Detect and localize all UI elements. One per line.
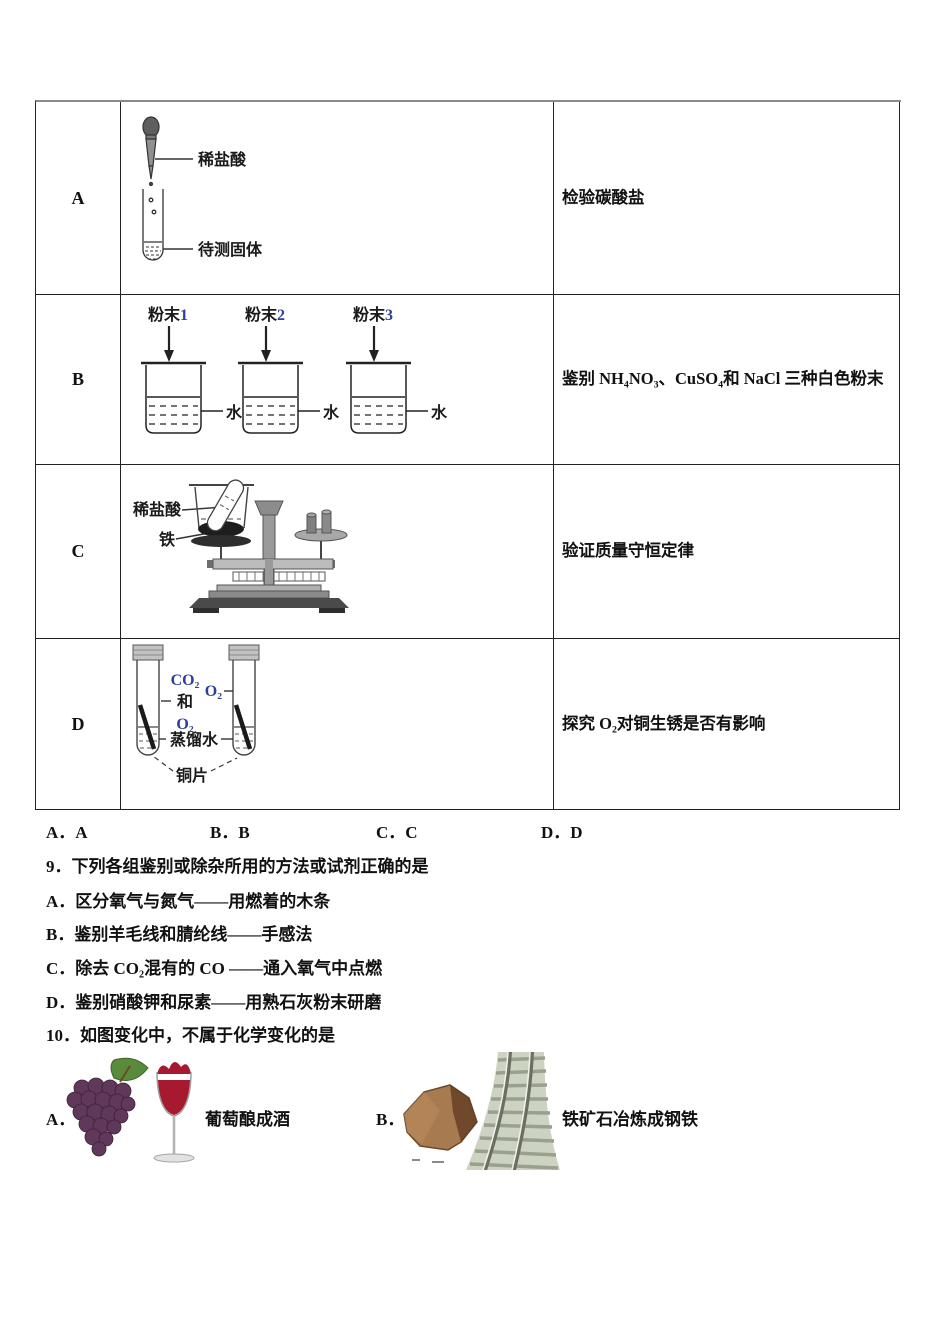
dropper-icon [142,116,160,187]
experiment-table: A 稀盐酸 [35,100,901,810]
question-9-option-c: C．除去 CO₂混有的 CO ——通入氧气中点燃 [46,959,383,978]
question-10-option-a-caption: 葡萄酿成酒 [205,1110,290,1129]
description-text: 验证质量守恒定律 [562,541,694,561]
arrowhead [261,350,271,362]
railway-icon [466,1052,560,1170]
row-a-letter: A [36,102,121,295]
left-gas-bottom-label: O₂ [176,716,193,733]
dropper-label: 稀盐酸 [198,150,247,169]
two-testtubes-figure: CO₂ 和 O₂ O₂ 蒸馏水 铜片 [132,644,260,785]
answer-choice-d: D．D [541,823,583,842]
ore-railway-image [403,1052,560,1170]
description-text: 探究 O₂对铜生锈是否有影响 [562,713,766,733]
water-label: 水 [323,403,340,422]
description-text: 鉴别 NH₄NO₃、CuSO₄和 NaCl 三种白色粉末 [562,369,884,389]
description-text: 检验碳酸盐 [562,187,645,207]
grape-leaf-icon [110,1057,149,1083]
wine-glass-icon [153,1061,195,1163]
question-10-option-b-caption: 铁矿石冶炼成钢铁 [562,1110,698,1129]
beaker-with-tube-icon [189,479,254,537]
row-letter: B [71,369,84,389]
answer-choice-a: A．A [46,823,88,842]
row-letter: D [71,713,85,734]
answer-choice-b: B．B [210,823,250,842]
question-10-stem: 10．如图变化中，不属于化学变化的是 [46,1026,335,1045]
label-line [210,757,238,772]
iron-label: 铁 [159,530,175,549]
row-b-letter: B [36,295,121,465]
row-d-description: 探究 O₂对铜生锈是否有影响 [554,639,900,810]
row-c-diagram: 稀盐酸 铁 [121,465,554,639]
question-9-option-a: A．区分氧气与氮气——用燃着的木条 [46,892,331,911]
balance-icon [189,500,349,613]
grapes-wine-image [66,1057,195,1163]
powder-label: 粉末1 [148,305,188,324]
copper-label: 铜片 [176,766,208,785]
acid-label: 稀盐酸 [133,500,182,519]
row-c-description: 验证质量守恒定律 [554,465,900,639]
dropper-testtube-figure: 稀盐酸 待测固体 [142,116,263,261]
row-a-diagram: 稀盐酸 待测固体 [121,102,554,295]
row-letter: C [71,541,85,561]
answer-choice-c: C．C [376,823,418,842]
powder-label: 粉末3 [353,305,393,324]
beaker-icon [238,361,303,434]
water-label: 蒸馏水 [170,730,219,749]
beaker-icon [141,361,206,434]
left-gas-top-label: CO₂ [171,672,200,689]
three-beakers-figure: 粉末1 水 粉末2 [141,305,448,434]
row-letter: A [71,187,85,208]
powder-label: 粉末2 [245,305,285,324]
water-label: 水 [431,403,448,422]
row-b-description: 鉴别 NH₄NO₃、CuSO₄和 NaCl 三种白色粉末 [554,295,900,465]
question-10-option-b-label: B． [376,1110,405,1129]
row-c-letter: C [36,465,121,639]
beaker-2-group: 粉末2 水 [238,305,340,434]
row-d-diagram: CO₂ 和 O₂ O₂ 蒸馏水 铜片 [121,639,554,810]
row-a-description: 检验碳酸盐 [554,102,900,295]
arrowhead [164,350,174,362]
left-gas-mid-label: 和 [177,692,193,711]
question-9-stem: 9．下列各组鉴别或除杂所用的方法或试剂正确的是 [46,857,429,876]
beaker-3-group: 粉末3 水 [346,305,448,434]
iron-ore-icon [403,1084,478,1163]
solid-label: 待测固体 [198,240,263,259]
water-label: 水 [226,403,243,422]
row-b-diagram: 粉末1 水 粉末2 [121,295,554,465]
grapes-icon [66,1077,136,1157]
row-d-letter: D [36,639,121,810]
beaker-1-group: 粉末1 水 [141,305,243,434]
label-line [152,755,174,772]
question-10-option-a-label: A． [46,1110,76,1129]
question-9-option-b: B．鉴别羊毛线和腈纶线——手感法 [46,925,313,944]
arrowhead [369,350,379,362]
beaker-icon [346,361,411,434]
balance-scale-figure: 稀盐酸 铁 [133,479,349,613]
left-test-tube-icon [132,644,164,756]
right-test-tube-icon [228,644,260,756]
question-9-option-d: D．鉴别硝酸钾和尿素——用熟石灰粉末研磨 [46,993,382,1012]
right-gas-label: O₂ [205,683,222,700]
test-tube-icon [142,189,164,261]
